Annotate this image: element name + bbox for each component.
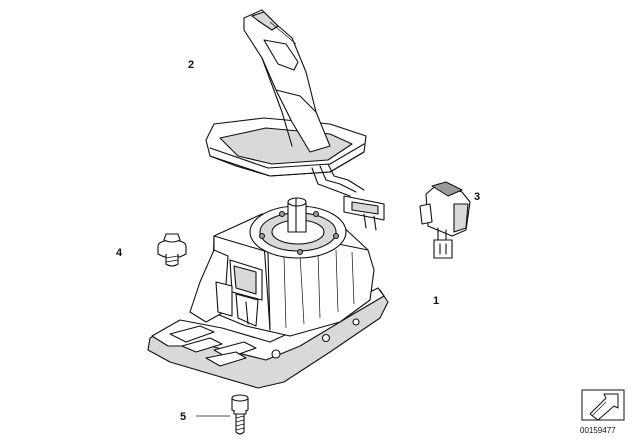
catalog-stamp: 00159477 bbox=[580, 389, 625, 435]
collar-screw-part[interactable] bbox=[157, 233, 187, 267]
callout-5: 5 bbox=[180, 411, 186, 423]
selector-lever-part[interactable] bbox=[205, 9, 367, 197]
switch-module-part[interactable] bbox=[419, 181, 471, 259]
callout-3: 3 bbox=[474, 191, 480, 203]
callout-2: 2 bbox=[188, 59, 194, 71]
callout-1: 1 bbox=[433, 295, 439, 307]
selector-housing-part[interactable] bbox=[147, 195, 389, 389]
bolt-part[interactable] bbox=[231, 394, 249, 435]
arrow-icon bbox=[589, 393, 619, 421]
catalog-number: 00159477 bbox=[580, 426, 616, 435]
callout-4: 4 bbox=[116, 247, 123, 259]
